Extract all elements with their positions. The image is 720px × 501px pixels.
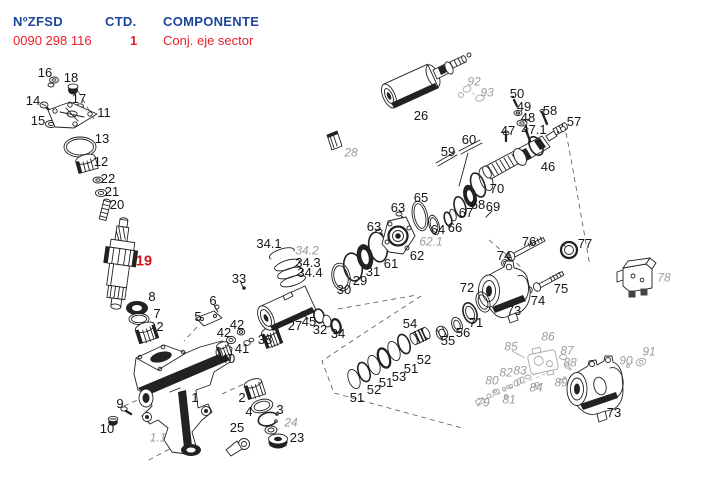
part-65-ring <box>411 200 429 232</box>
part-number: 0090 298 116 <box>13 33 92 48</box>
part-23-nut <box>268 433 288 449</box>
part-34-ring-stack <box>268 247 306 288</box>
part-16-nut <box>47 76 59 88</box>
part-8-seal <box>126 301 148 315</box>
part-18-plug <box>67 83 79 95</box>
part-67-ring <box>453 195 467 219</box>
part-92-93-ghost-bits <box>458 85 485 102</box>
part-4-ring <box>250 398 274 414</box>
component-name: Conj. eje sector <box>163 33 254 48</box>
part-32-seals <box>313 308 342 335</box>
part-63-screws <box>375 211 403 235</box>
part-7-ring <box>128 313 150 325</box>
part-48-washer <box>516 119 529 127</box>
column-componente: COMPONENTE <box>163 14 260 29</box>
part-12-bearing <box>75 153 99 174</box>
part-30-ring <box>331 262 351 292</box>
part-59-60-rods <box>435 139 483 187</box>
part-9-screw <box>120 406 133 416</box>
part-77-ring <box>559 240 579 260</box>
part-54-spool <box>409 327 431 345</box>
part-56-ring <box>451 316 463 334</box>
part-21-washer <box>95 189 107 197</box>
part-10-plug <box>107 415 119 426</box>
part-71-ring <box>462 302 478 324</box>
part-27-piston <box>257 285 317 331</box>
part-40-plug <box>216 341 233 359</box>
part-57-ball <box>557 126 566 133</box>
ghost-parts-79-91 <box>474 346 647 406</box>
dashed-leader-lines <box>77 90 591 462</box>
part-62-bearing-flange <box>381 216 416 255</box>
leader-lines <box>213 282 309 320</box>
part-11-cover-plate <box>47 101 98 129</box>
part-46-worm-assembly <box>482 122 568 180</box>
part-47-screw <box>502 130 510 143</box>
part-25-lock-plate <box>225 438 250 457</box>
part-22-washer <box>92 176 104 184</box>
part-28-clamp <box>326 130 343 151</box>
part-47-1-pin <box>523 127 532 143</box>
part-41-washer <box>243 337 255 346</box>
part-51-52-53-seal-kit-rings <box>347 333 411 390</box>
column-ctd: CTD. <box>105 14 137 29</box>
part-1-gear-housing <box>133 340 233 456</box>
part-75-bolt <box>532 271 565 292</box>
part-76-bolt <box>506 236 546 261</box>
part-73-side-cover-lower <box>566 355 624 423</box>
part-38-valve-piston <box>261 326 284 349</box>
part-66-seals <box>443 208 457 227</box>
part-20-bolt <box>98 198 112 221</box>
quantity: 1 <box>130 33 138 48</box>
column-zfsd: NºZFSD <box>13 14 63 29</box>
part-2-needle-bearing-upper <box>134 321 160 345</box>
part-50-pin <box>511 95 519 108</box>
part-73-side-cover-upper <box>478 260 531 324</box>
part-64-ring <box>428 214 440 236</box>
part-5-shim-plate <box>195 310 223 327</box>
part-49-washer <box>513 110 523 116</box>
part-26-control-valve <box>380 52 472 109</box>
part-68-seal <box>463 184 477 208</box>
part-58-pin <box>539 109 549 126</box>
part-42-washers <box>226 328 246 344</box>
part-72-ring <box>475 291 491 313</box>
part-3-snap-ring <box>257 411 279 435</box>
part-2-needle-bearing-lower <box>243 378 267 400</box>
part-55-nut <box>435 325 449 341</box>
part-78-bracket <box>616 257 657 298</box>
part-19-sector-shaft <box>103 217 139 310</box>
